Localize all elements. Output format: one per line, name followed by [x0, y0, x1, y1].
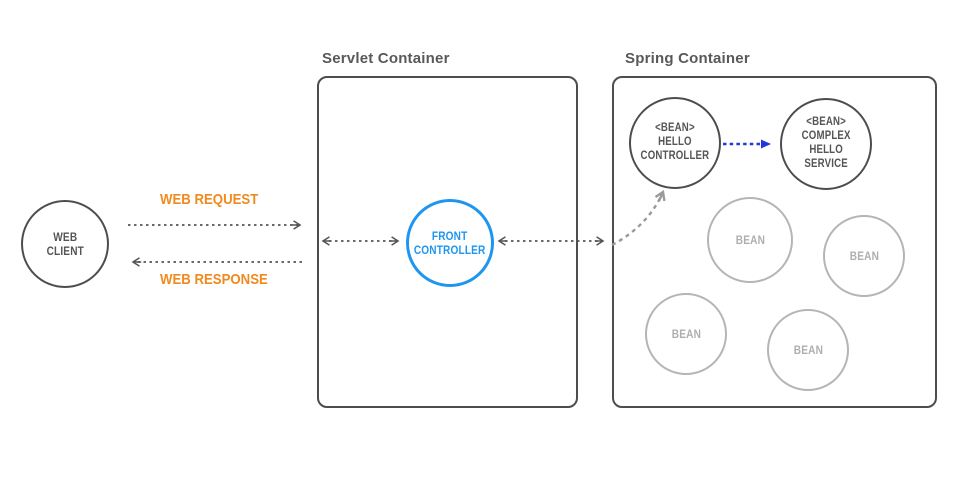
web-request-label: WEB REQUEST: [160, 191, 259, 208]
web-client-label: WEB CLIENT: [46, 229, 84, 258]
bean-label: BEAN: [793, 342, 823, 357]
dispatch-to-hello-controller-curve-arrow: [611, 192, 663, 247]
anonymous-bean-node: BEAN: [823, 215, 905, 297]
front-controller-label: FRONT CONTROLLER: [414, 228, 486, 257]
complex-hello-service-bean-node: <BEAN> COMPLEX HELLO SERVICE: [780, 98, 872, 190]
front-controller-node: FRONT CONTROLLER: [406, 199, 494, 287]
bean-label: BEAN: [735, 232, 765, 247]
anonymous-bean-node: BEAN: [645, 293, 727, 375]
anonymous-bean-node: BEAN: [767, 309, 849, 391]
anonymous-bean-node: BEAN: [707, 197, 793, 283]
complex-hello-service-bean-label: <BEAN> COMPLEX HELLO SERVICE: [801, 116, 851, 170]
spring-container-title: Spring Container: [625, 50, 750, 67]
hello-controller-bean-node: <BEAN> HELLO CONTROLLER: [629, 97, 721, 189]
bean-label: BEAN: [849, 248, 879, 263]
web-client-node: WEB CLIENT: [21, 200, 109, 288]
bean-label: BEAN: [671, 326, 701, 341]
servlet-container-title: Servlet Container: [322, 50, 450, 67]
hello-controller-bean-label: <BEAN> HELLO CONTROLLER: [640, 122, 710, 162]
web-response-label: WEB RESPONSE: [160, 271, 268, 288]
